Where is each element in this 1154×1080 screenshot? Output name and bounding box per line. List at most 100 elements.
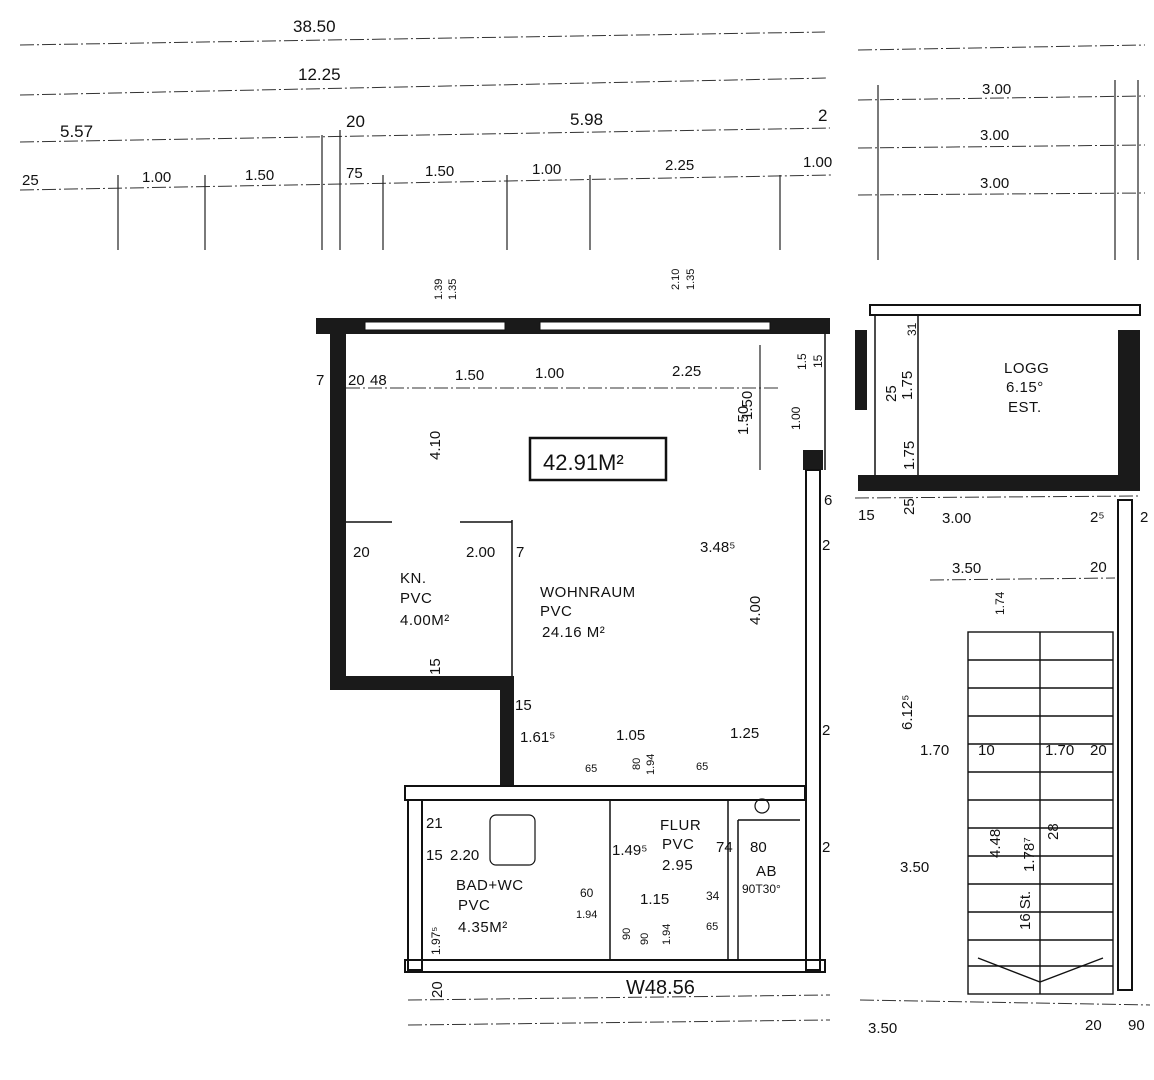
dim-wohn-1: 1.50 [735, 406, 752, 435]
dim-flur-9: 60 [580, 886, 594, 900]
dim-logg-14: 10 [978, 742, 995, 759]
dim-int-0: 7 [316, 372, 324, 389]
dim-right-2: 3.00 [980, 175, 1009, 192]
dim-side-2: 15 [811, 354, 825, 368]
dim-int-1: 20 [348, 372, 365, 389]
right-dimension-lines [857, 44, 1146, 260]
dim-wohn-3: 4.00 [747, 596, 764, 625]
dim-logg-7: 2⁵ [1090, 509, 1105, 526]
dim-logg-19: 28 [1045, 823, 1062, 840]
dim-flur-14: 1.94 [661, 924, 673, 945]
flur-area: 2.95 [662, 857, 693, 874]
dim-flur-5: 65 [696, 761, 708, 773]
dim-flur-10: 1.15 [640, 891, 669, 908]
dim-logg-3: 25 [901, 498, 918, 515]
room-loggia: LOGG 6.15° EST. [1004, 360, 1049, 416]
dim-bad-3: 1.97⁵ [429, 927, 443, 955]
dim-overall: 38.50 [293, 17, 336, 36]
dim-flur-2: 80 [631, 758, 643, 770]
dim-logg-17: 4.48 [987, 829, 1004, 858]
dim-wohn-9: 1.61⁵ [520, 729, 555, 746]
dim-wohn-0: 4.10 [427, 431, 444, 460]
dim-flur-6: 1.49⁵ [612, 842, 647, 859]
dim-side-0: 1.50 [739, 391, 756, 420]
dim-int-3: 1.50 [455, 367, 484, 384]
dim-bad-2: 2.20 [450, 847, 479, 864]
logg-note: EST. [1008, 399, 1042, 416]
dim-logg-18: 1.78⁷ [1021, 837, 1038, 872]
dim-side-6: 2 [822, 722, 830, 739]
flur-floor: PVC [662, 836, 694, 853]
dim-logg-16: 20 [1090, 742, 1107, 759]
dim-flur-0: 1.05 [616, 727, 645, 744]
dim-bad-0: 21 [426, 815, 443, 832]
room-bad: BAD+WC PVC 4.35M² [456, 877, 524, 936]
dim-int-2: 48 [370, 372, 387, 389]
dim-logg-11: 1.74 [993, 591, 1007, 615]
dim-vert-2: 2.10 [670, 269, 682, 290]
dim-wohn-4: 20 [353, 544, 370, 561]
dim-flur-3: 1.94 [645, 754, 657, 775]
flur-name: FLUR [660, 817, 701, 834]
dim-vert-3: 1.35 [685, 269, 697, 290]
room-ab: AB 90T30° [742, 863, 781, 896]
dim-right-0: 3.00 [982, 81, 1011, 98]
dim-flur-8: 80 [750, 839, 767, 856]
dim-flur-7: 74 [716, 839, 733, 856]
loggia-walls [854, 304, 1141, 499]
dim-flur-15: 90 [621, 928, 633, 940]
dim-side-4: 6 [824, 492, 832, 509]
top-dimension-lines [19, 31, 833, 250]
total-area-value: 42.91M² [543, 450, 624, 475]
dim-row3-left: 5.57 [60, 122, 93, 141]
dim-bad-1: 15 [426, 847, 443, 864]
logg-name: LOGG [1004, 360, 1049, 377]
wohnraum-floor: PVC [540, 603, 572, 620]
dim-logg-4: 15 [858, 507, 875, 524]
dim-row4-4: 1.50 [425, 163, 454, 180]
dim-flur-16: 65 [706, 921, 718, 933]
dim-vert-1: 1.35 [447, 279, 459, 300]
bad-floor: PVC [458, 897, 490, 914]
dim-flur-13: 90 [639, 933, 651, 945]
kn-area: 4.00M² [400, 612, 450, 629]
dim-wohn-7: 15 [427, 658, 444, 675]
dim-logg-12: 6.12⁵ [899, 695, 916, 730]
dim-logg-9: 3.50 [952, 560, 981, 577]
dim-bad-4: 20 [429, 981, 446, 998]
room-kn: KN. PVC 4.00M² [400, 570, 450, 629]
dim-wohn-2: 3.48⁵ [700, 539, 735, 556]
dim-wohn-5: 2.00 [466, 544, 495, 561]
dim-logg-22: 3.50 [868, 1020, 897, 1037]
dim-row4-7: 1.00 [803, 154, 832, 171]
dim-row4-3: 75 [346, 165, 363, 182]
dim-logg-13: 1.70 [920, 742, 949, 759]
dim-wohn-6: 7 [516, 544, 524, 561]
dim-logg-1: 25 [883, 385, 900, 402]
dim-flur-12: 1.94 [576, 909, 597, 921]
dim-row4-5: 1.00 [532, 161, 561, 178]
dim-logg-21: 16 St. [1017, 891, 1034, 930]
ab-name: AB [756, 863, 777, 880]
dim-logg-23: 20 [1085, 1017, 1102, 1034]
stairwell [859, 499, 1151, 1006]
dim-right-1: 3.00 [980, 127, 1009, 144]
wohnraum-name: WOHNRAUM [540, 584, 636, 601]
bad-area: 4.35M² [458, 919, 508, 936]
dim-side-1: 1.00 [789, 406, 803, 430]
dim-logg-20: 3.50 [900, 859, 929, 876]
dim-flur-11: 34 [706, 889, 720, 903]
dim-flur-4: 65 [585, 763, 597, 775]
dim-logg-2: 1.75 [901, 441, 918, 470]
dim-logg-6: 3.00 [942, 510, 971, 527]
apartment-walls [316, 318, 830, 973]
dim-row2: 12.25 [298, 65, 341, 84]
dim-row3-right: 2 [818, 106, 827, 125]
room-wohnraum: WOHNRAUM PVC 24.16 M² [540, 584, 636, 641]
dim-row4-6: 2.25 [665, 157, 694, 174]
bad-name: BAD+WC [456, 877, 524, 894]
dim-logg-15: 1.70 [1045, 742, 1074, 759]
room-flur: FLUR PVC 2.95 [660, 817, 701, 874]
dim-row4-1: 1.00 [142, 169, 171, 186]
